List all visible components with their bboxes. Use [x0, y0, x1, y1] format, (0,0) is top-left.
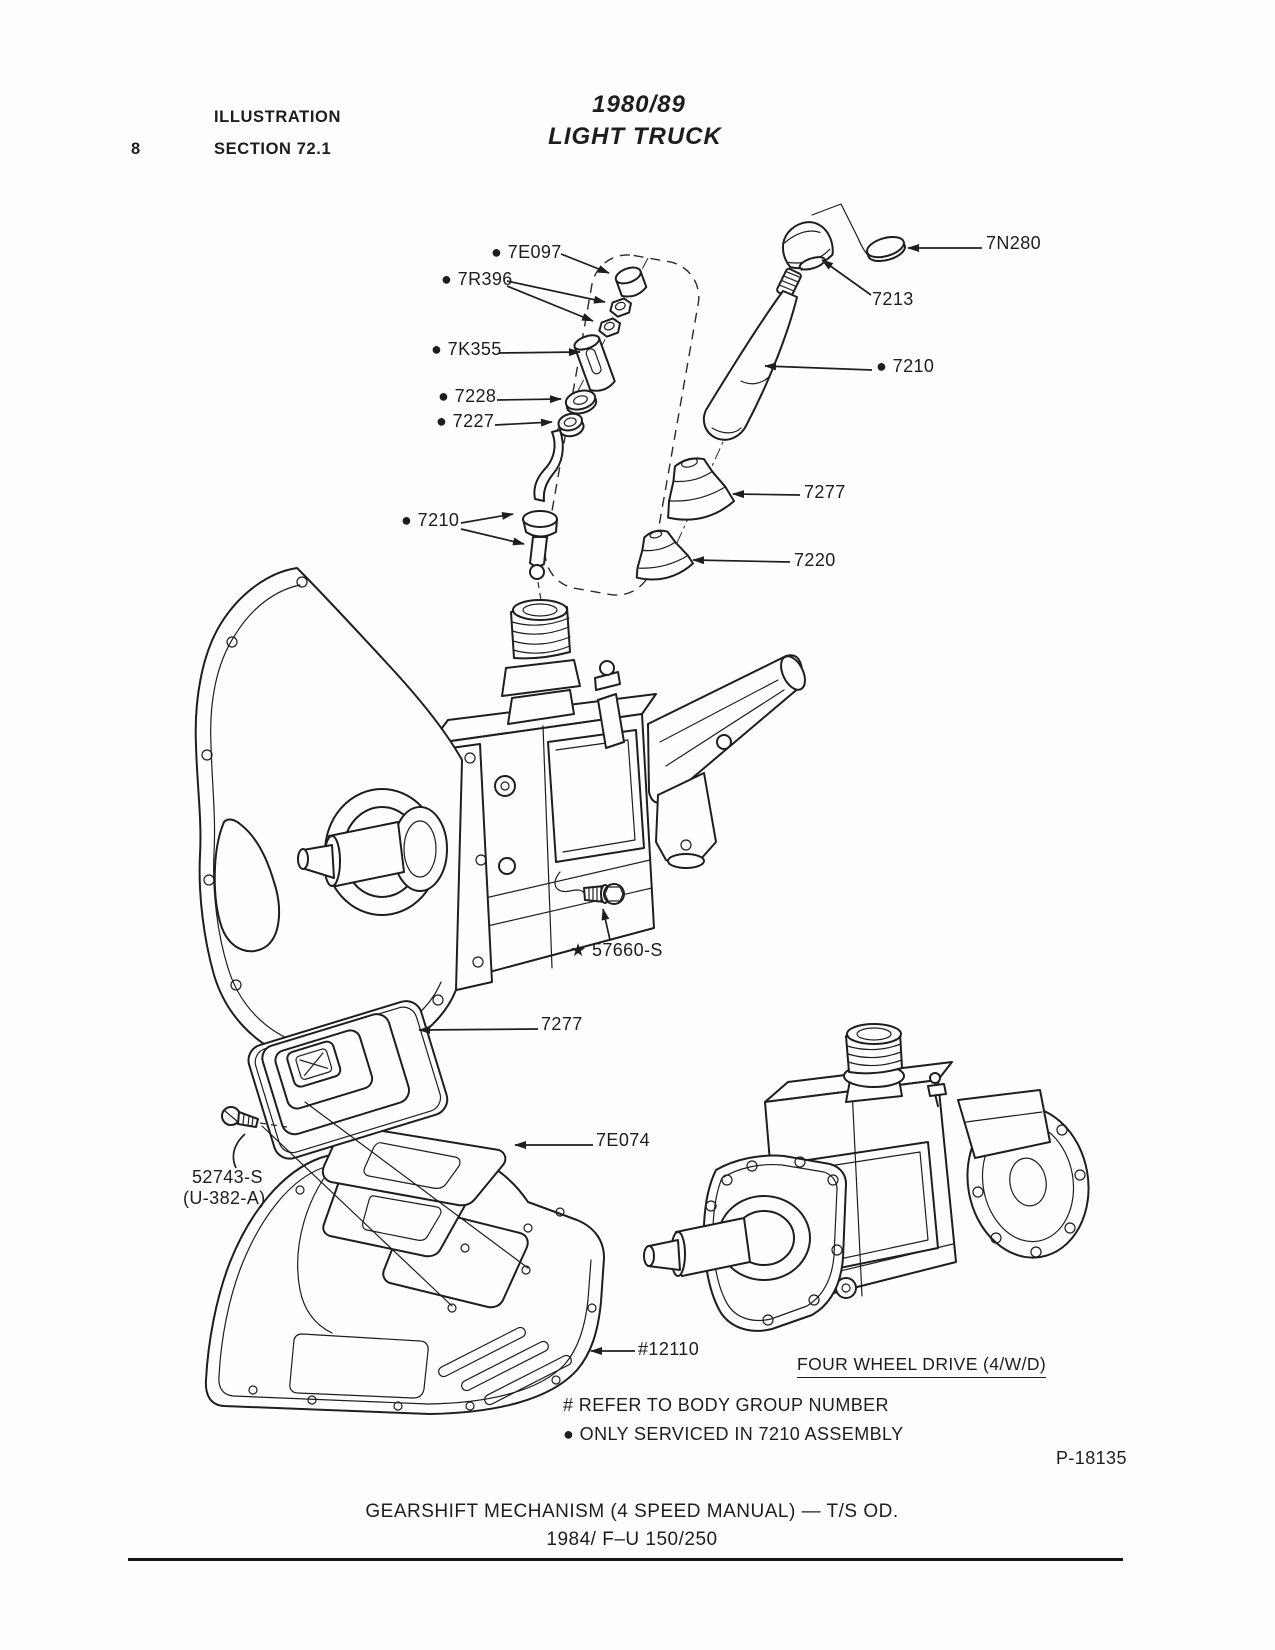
callout-7227: ● 7227 [436, 411, 495, 431]
header-section: SECTION 72.1 [214, 140, 332, 158]
diagram-title-line1: GEARSHIFT MECHANISM (4 SPEED MANUAL) — T… [365, 1501, 899, 1522]
callout-52743s: 52743-S [192, 1167, 263, 1187]
part-lower-shift-lever-7210 [522, 429, 564, 580]
callout-12110: #12110 [638, 1339, 700, 1359]
part-cap-7n280 [866, 235, 906, 263]
part-bushing-7227 [557, 412, 585, 438]
part-jam-nut-7r396-a [609, 297, 632, 318]
transmission-assembly-2wd [194, 567, 806, 1066]
part-washer-7228 [564, 389, 598, 415]
callout-7213: 7213 [872, 289, 914, 309]
callout-57660s: ★ 57660-S [570, 940, 663, 960]
plate-number: P-18135 [1056, 1448, 1127, 1468]
part-upper-shift-lever-7210 [702, 290, 798, 441]
part-bolt-57660s [554, 871, 625, 905]
header-illustration: ILLUSTRATION [214, 108, 341, 126]
part-shift-boot-7277 [247, 1000, 449, 1160]
callout-7277-lower: 7277 [541, 1014, 583, 1034]
callout-7k355: ● 7K355 [431, 339, 502, 359]
caption-four-wheel-drive: FOUR WHEEL DRIVE (4/W/D) [797, 1354, 1047, 1379]
note-serviced-in-assembly: ● ONLY SERVICED IN 7210 ASSEMBLY [563, 1424, 904, 1444]
callout-7210-left: ● 7210 [401, 510, 460, 530]
diagram-title-line2: 1984/ F–U 150/250 [546, 1529, 718, 1550]
callout-7e097: ● 7E097 [491, 242, 562, 262]
callout-7e074: 7E074 [596, 1130, 651, 1150]
shift-lever-exploded-view [522, 203, 906, 607]
boot-and-floor-pan-exploded-view [204, 1000, 605, 1415]
callout-7277-upper: 7277 [804, 482, 846, 502]
page-number: 8 [131, 140, 141, 158]
leader-lines [232, 244, 982, 1355]
callout-7n280: 7N280 [986, 233, 1042, 253]
phantom-outline [544, 254, 700, 596]
part-knob-insert-7e097 [614, 266, 648, 298]
callout-7228: ● 7228 [438, 386, 497, 406]
transmission-assembly-4wd [643, 1023, 1090, 1332]
footer-rule [128, 1558, 1123, 1561]
part-shift-knob-7213 [782, 221, 834, 271]
part-bushing-7220 [635, 529, 695, 581]
header-model-year: 1980/89 [592, 91, 686, 118]
callout-7r396: ● 7R396 [441, 269, 513, 289]
part-screw-52743s [221, 1106, 288, 1128]
note-body-group: # REFER TO BODY GROUP NUMBER [563, 1395, 889, 1415]
callout-7210-right: ● 7210 [876, 356, 935, 376]
callout-52743s-sub: (U-382-A) [183, 1188, 266, 1208]
header-vehicle-type: LIGHT TRUCK [548, 123, 722, 150]
part-boot-7277 [667, 457, 736, 521]
part-jam-nut-7r396-b [598, 317, 621, 338]
callout-7220: 7220 [794, 550, 836, 570]
part-sleeve-7k355 [573, 334, 616, 392]
